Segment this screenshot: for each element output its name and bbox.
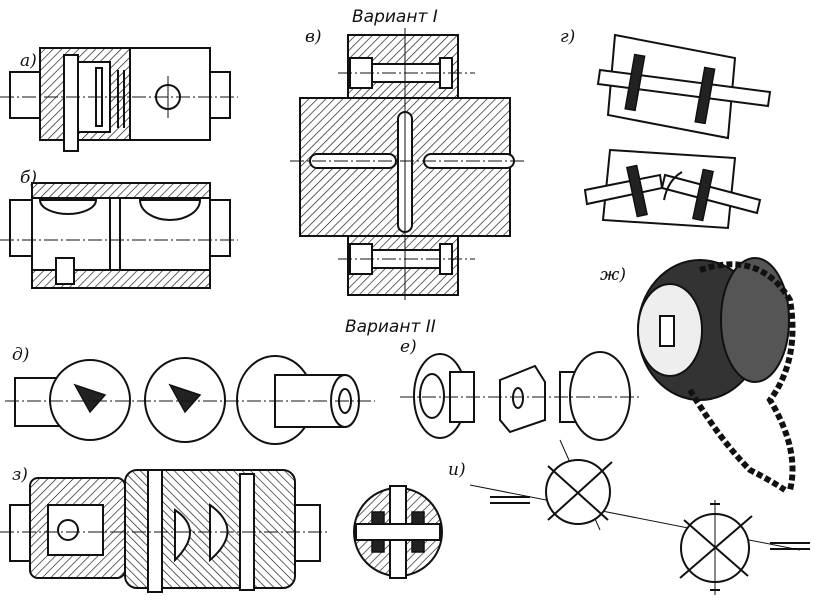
label-d: д)	[12, 345, 29, 365]
label-g: г)	[560, 27, 575, 47]
label-a: а)	[20, 51, 37, 71]
figure-v-flange-coupling	[290, 28, 525, 300]
title-variant-2: Вариант II	[345, 317, 436, 337]
label-e: е)	[400, 337, 417, 357]
figure-d-jaw-coupling	[5, 355, 375, 445]
label-zh: ж)	[600, 265, 626, 285]
figure-z-pin-coupling	[0, 469, 443, 593]
label-v: в)	[305, 27, 322, 47]
figure-g-misalignment	[583, 33, 772, 230]
figure-b-keyed-sleeve	[0, 182, 238, 289]
label-i: и)	[448, 460, 466, 480]
figure-zh-chain-coupling	[637, 257, 796, 493]
figure-i-universal-joint	[469, 439, 810, 595]
figure-e-oldham-coupling	[400, 351, 640, 441]
label-z: з)	[12, 465, 28, 485]
figure-a-sleeve-coupling	[0, 47, 238, 152]
title-variant-1: Вариант I	[352, 7, 438, 27]
